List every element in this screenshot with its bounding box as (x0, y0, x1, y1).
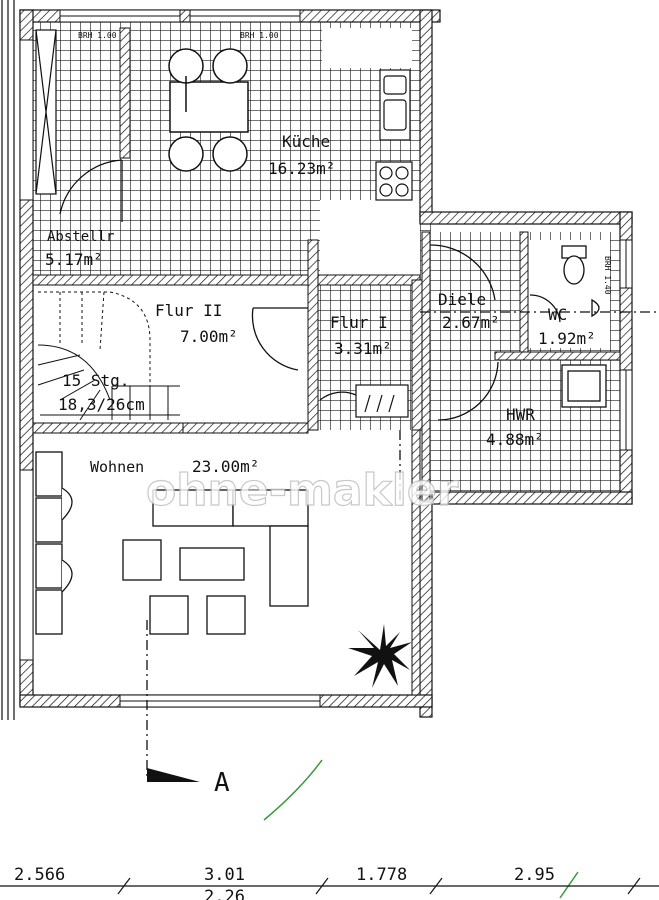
room-name-kueche: Küche (282, 132, 330, 151)
section-line (146, 311, 659, 780)
room-area-kueche: 16.23m² (268, 159, 335, 178)
room-name-abstellr: Abstellr (47, 229, 114, 245)
storage-shelf (35, 29, 57, 195)
watermark: ohne-makler (146, 465, 459, 516)
room-name-flur2: Flur II (155, 301, 222, 320)
stairs-size: 18,3/26cm (58, 395, 145, 414)
room-area-flur2: 7.00m² (180, 327, 238, 346)
flur2-floor (33, 283, 318, 423)
dimension-5: 2.26 (204, 887, 245, 900)
dimension-line (0, 877, 659, 895)
room-name-wc: WC (548, 305, 567, 324)
room-name-wohnen: Wohnen (90, 458, 144, 476)
neighbour-wall (1, 0, 15, 720)
section-marker: A (214, 768, 230, 798)
pen-mark-2 (559, 871, 579, 899)
room-name-hwr: HWR (506, 405, 535, 424)
pen-mark (263, 759, 323, 821)
window-label-wc: BRH 1.40 (603, 256, 612, 295)
kitchen-appliances (375, 69, 413, 201)
kitchen-corner (320, 200, 420, 276)
room-area-flur1: 3.31m² (334, 339, 392, 358)
room-area-diele: 2.67m² (442, 313, 500, 332)
window-lines (60, 15, 627, 702)
room-name-diele: Diele (438, 290, 486, 309)
room-area-abstellr: 5.17m² (45, 250, 103, 269)
window-label-2: BRH 1.00 (240, 31, 279, 40)
doors (59, 159, 561, 421)
wardrobe (355, 384, 409, 418)
counter-top (322, 28, 412, 68)
room-area-wc: 1.92m² (538, 329, 596, 348)
dimension-2: 3.01 (204, 865, 245, 885)
stairs (37, 291, 180, 421)
dimension-3: 1.778 (356, 865, 407, 885)
interior-walls (32, 27, 621, 696)
room-name-flur1: Flur I (330, 313, 388, 332)
dimension-1: 2.566 (14, 865, 65, 885)
room-area-wohnen: 23.00m² (192, 457, 259, 476)
plant-icon (348, 624, 412, 688)
section-arrow-icon (147, 768, 200, 782)
stairs-steps: 15 Stg. (62, 371, 129, 390)
window-label-1: BRH 1.00 (78, 31, 117, 40)
wc-fixtures (561, 245, 607, 408)
living-furniture (35, 451, 309, 635)
dimension-4: 2.95 (514, 865, 555, 885)
dining-set (168, 48, 249, 172)
room-area-hwr: 4.88m² (486, 430, 544, 449)
